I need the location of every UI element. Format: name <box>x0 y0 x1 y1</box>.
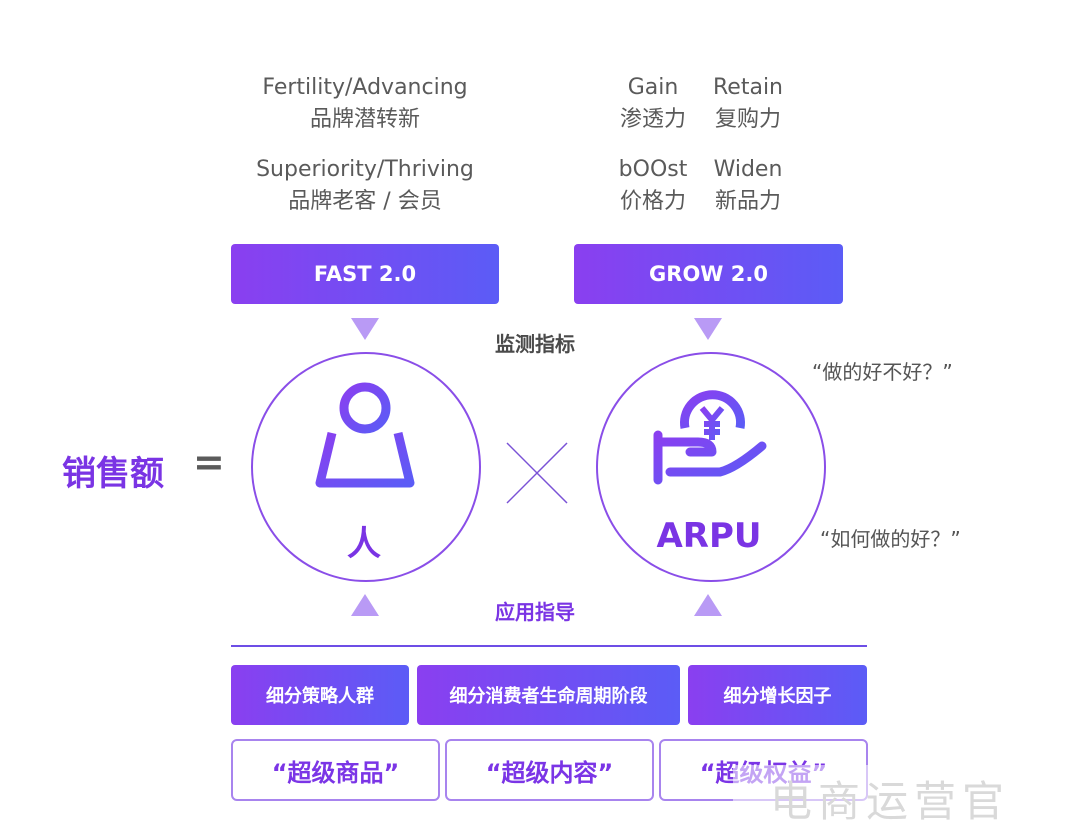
grow-down-arrow-icon <box>694 318 722 340</box>
grow-gain-label: Gain 渗透力 <box>608 72 698 136</box>
quote-how: “如何做的好？” <box>820 527 961 551</box>
fast-superiority-cn: 品牌老客 / 会员 <box>288 189 442 214</box>
grow-boost-en: bOOst <box>618 157 688 182</box>
grow-widen-label: Widen 新品力 <box>703 154 793 218</box>
grow-gain-en: Gain <box>627 75 679 100</box>
grow-retain-label: Retain 复购力 <box>703 72 793 136</box>
grow-header: GROW 2.0 <box>574 244 843 304</box>
grow-retain-en: Retain <box>713 75 783 100</box>
person-icon <box>315 382 415 488</box>
arpu-circle <box>596 352 826 582</box>
grow-widen-en: Widen <box>713 157 783 182</box>
grow-retain-cn: 复购力 <box>714 107 781 132</box>
apply-guidance-label: 应用指导 <box>495 600 575 624</box>
arpu-up-arrow-icon <box>694 594 722 616</box>
grow-gain-cn: 渗透力 <box>619 107 686 132</box>
sales-label: 销售额 <box>62 454 164 494</box>
watermark-text: 电商运营官 <box>770 777 1011 826</box>
grow-boost-label: bOOst 价格力 <box>608 154 698 218</box>
segment-strategy-box: 细分策略人群 <box>231 665 409 725</box>
multiply-icon <box>506 442 568 504</box>
fast-fertility-en: Fertility/Advancing <box>262 75 468 100</box>
fast-fertility-cn: 品牌潜转新 <box>309 107 420 132</box>
grow-boost-cn: 价格力 <box>619 189 686 214</box>
grow-widen-cn: 新品力 <box>714 189 781 214</box>
super-content-box: “超级内容” <box>445 739 654 801</box>
segment-growth-box: 细分增长因子 <box>688 665 867 725</box>
fast-header: FAST 2.0 <box>231 244 499 304</box>
fast-superiority-en: Superiority/Thriving <box>256 157 474 182</box>
person-up-arrow-icon <box>351 594 379 616</box>
monitor-metrics-label: 监测指标 <box>495 332 575 356</box>
fast-superiority-label: Superiority/Thriving 品牌老客 / 会员 <box>235 154 495 218</box>
person-label: 人 <box>347 524 381 564</box>
watermark-backdrop <box>733 765 1073 823</box>
person-circle <box>251 352 481 582</box>
equals-sign: = <box>193 440 225 484</box>
fast-fertility-label: Fertility/Advancing 品牌潜转新 <box>235 72 495 136</box>
money-hand-icon <box>653 390 767 485</box>
super-product-box: “超级商品” <box>231 739 440 801</box>
segment-lifecycle-box: 细分消费者生命周期阶段 <box>417 665 680 725</box>
arpu-label: ARPU <box>656 516 762 556</box>
fast-down-arrow-icon <box>351 318 379 340</box>
quote-good: “做的好不好？” <box>812 360 953 384</box>
divider <box>231 645 867 647</box>
